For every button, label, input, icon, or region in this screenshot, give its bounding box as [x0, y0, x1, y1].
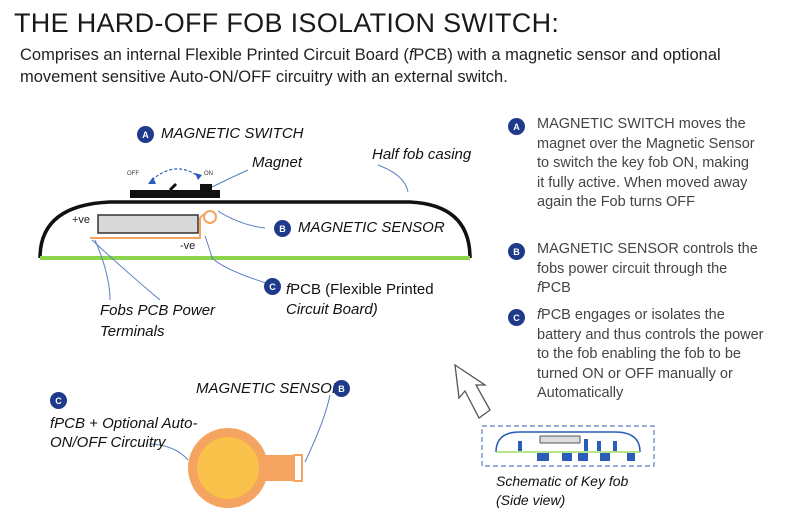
- note-c: fPCB engages or isolates the battery and…: [537, 307, 764, 401]
- magnet-slider: [130, 190, 220, 198]
- note-a: MAGNETIC SWITCH moves the magnet over th…: [537, 116, 755, 210]
- label-magnetic-sensor: MAGNETIC SENSOR: [298, 219, 445, 236]
- note-c-badge-icon: C: [508, 309, 525, 326]
- magnet-block: [200, 184, 212, 194]
- page-title: THE HARD-OFF FOB ISOLATION SWITCH:: [14, 8, 560, 38]
- schematic-frame: [481, 425, 655, 467]
- label-on: ON: [204, 171, 213, 177]
- label-off: OFF: [127, 171, 139, 177]
- note-b: MAGNETIC SENSOR controls the fobs power …: [537, 241, 758, 296]
- badge-a-icon: A: [137, 126, 154, 143]
- label-fpcb-auto: fPCB + Optional Auto-ON/OFF Circuitry: [50, 415, 198, 451]
- label-schematic: Schematic of Key fob(Side view): [496, 473, 629, 508]
- note-b-badge-icon: B: [508, 243, 525, 260]
- label-magnet: Magnet: [252, 154, 303, 171]
- badge-c-icon: C: [264, 278, 281, 295]
- magnetic-sensor-block: [97, 214, 199, 234]
- label-magnetic-sensor-lower: MAGNETIC SENSOR: [196, 380, 343, 397]
- fob-casing-outline: [38, 200, 472, 259]
- label-plus-ve: +ve: [72, 214, 91, 226]
- label-magnetic-switch: MAGNETIC SWITCH: [161, 125, 304, 142]
- label-half-fob-casing: Half fob casing: [372, 146, 472, 163]
- note-a-badge-icon: A: [508, 118, 525, 135]
- badge-c-lower-icon: C: [50, 392, 67, 409]
- label-minus-ve: -ve: [180, 240, 196, 252]
- up-arrow: [454, 363, 491, 419]
- badge-b-icon: B: [274, 220, 291, 237]
- badge-b-lower-icon: B: [333, 380, 350, 397]
- page-subtitle: Comprises an internal Flexible Printed C…: [20, 46, 721, 86]
